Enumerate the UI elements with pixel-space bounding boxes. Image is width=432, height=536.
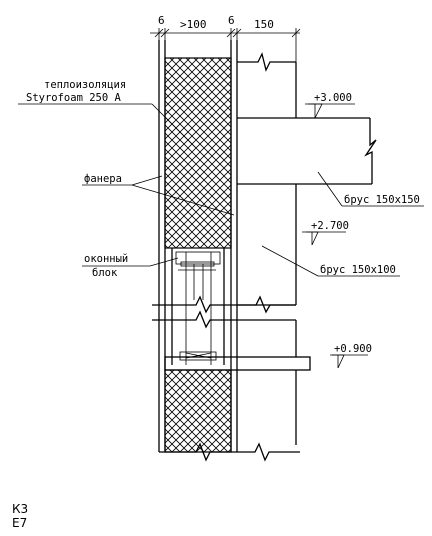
insulation-label-line2: Styrofoam 250 A — [26, 92, 122, 104]
horizontal-beam — [237, 117, 377, 185]
leader-insulation — [18, 103, 197, 149]
insulation-lower — [164, 369, 232, 453]
leader-plywood — [82, 175, 235, 216]
beam-top-label: брус 150х150 — [344, 194, 420, 206]
leader-beam-mid — [261, 245, 400, 277]
dim-insulation-thickness: >100 — [180, 18, 207, 31]
leader-beam-top — [317, 171, 424, 207]
level-3000-label: +3.000 — [314, 92, 352, 104]
level-0900-label: +0.900 — [334, 343, 372, 355]
dim-plywood-right: 6 — [228, 14, 235, 27]
insulation-upper — [164, 57, 232, 249]
insulation-label-line1: теплоизоляция — [44, 79, 126, 91]
plywood-label: фанера — [84, 173, 122, 185]
window-sill-board — [164, 351, 311, 371]
window-label-line2: блок — [92, 267, 118, 279]
window-label-line1: оконный — [84, 253, 128, 265]
leader-window-block — [82, 257, 179, 267]
window-block — [171, 248, 225, 365]
level-mark-3000 — [305, 103, 355, 119]
level-mark-0900 — [330, 354, 368, 369]
break-line-top — [237, 52, 296, 72]
level-mark-2700 — [302, 231, 346, 246]
beam-mid-label: брус 150х100 — [320, 264, 396, 276]
top-dimension-line — [150, 28, 301, 62]
code-e7: Е7 — [12, 516, 28, 530]
level-2700-label: +2.700 — [311, 220, 349, 232]
break-line-bottom — [159, 442, 300, 462]
dim-plywood-left: 6 — [158, 14, 165, 27]
plywood-sheets — [158, 40, 238, 452]
code-k3: К3 — [12, 502, 29, 516]
break-line-middle — [152, 295, 296, 329]
dim-beam-width: 150 — [254, 18, 274, 31]
